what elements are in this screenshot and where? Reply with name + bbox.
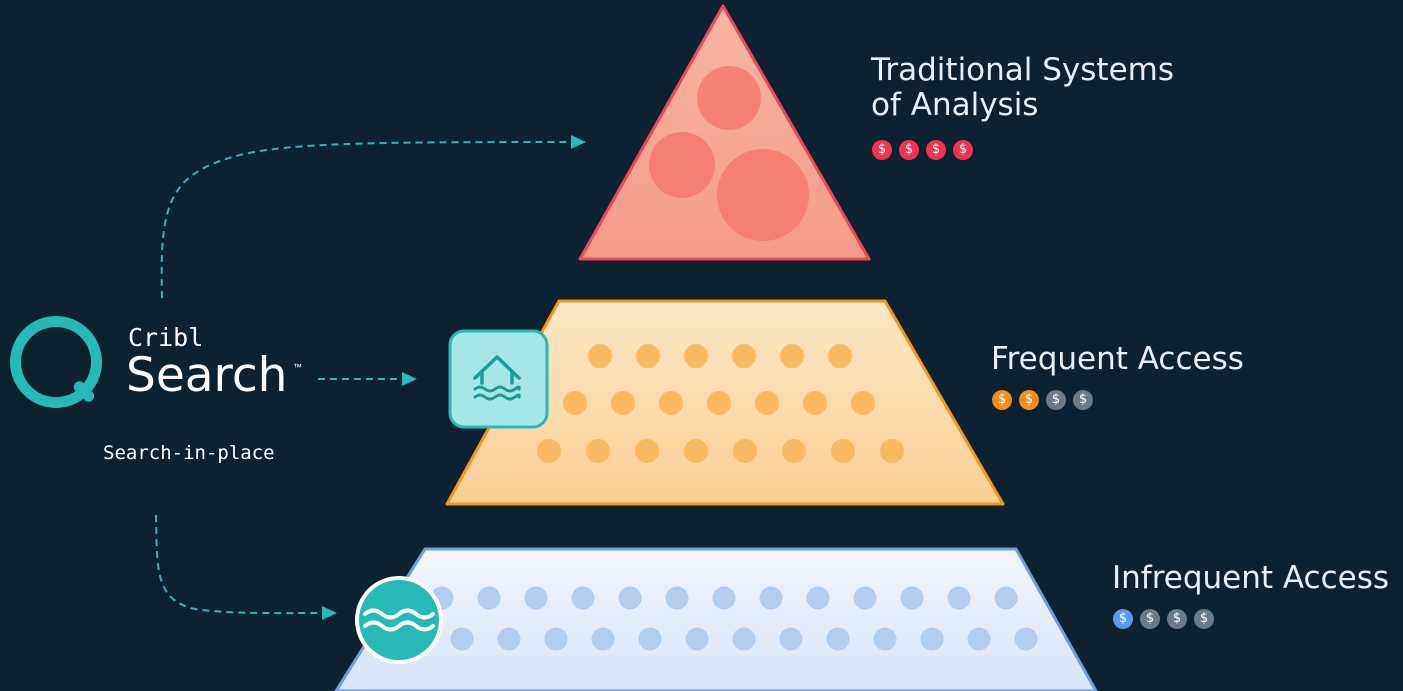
data-dot — [684, 439, 708, 463]
data-dot — [544, 627, 568, 651]
tier-infrequent-access — [334, 547, 1098, 691]
data-dot — [853, 586, 877, 610]
title-line: Frequent Access — [991, 341, 1244, 377]
data-dots — [537, 344, 904, 463]
data-dot — [712, 586, 736, 610]
waves-icon — [355, 576, 443, 664]
data-dot — [477, 586, 501, 610]
magnifier-icon — [10, 316, 102, 408]
data-dot — [967, 627, 991, 651]
tier-traditional-systems — [578, 4, 871, 261]
data-dot — [537, 439, 561, 463]
data-dot — [947, 586, 971, 610]
data-dot — [611, 391, 635, 415]
data-dot — [732, 344, 756, 368]
data-dot — [780, 344, 804, 368]
data-dot — [759, 586, 783, 610]
data-dot — [638, 627, 662, 651]
brand-small-text: Cribl — [128, 323, 204, 352]
search-connectors — [155, 141, 576, 615]
data-dot — [524, 586, 548, 610]
dollar-coin-icon: $ — [1019, 390, 1039, 410]
trademark-mark: ™ — [293, 362, 302, 372]
data-dot — [1014, 627, 1038, 651]
data-dot — [920, 627, 944, 651]
dollar-coin-icon: $ — [872, 140, 892, 160]
data-dot — [707, 391, 731, 415]
data-dot — [635, 439, 659, 463]
data-dot — [450, 627, 474, 651]
data-dot — [618, 586, 642, 610]
dollar-coin-icon: $ — [1194, 609, 1214, 629]
data-dot — [497, 627, 521, 651]
data-dot — [806, 586, 830, 610]
dollar-coin-icon: $ — [926, 140, 946, 160]
data-dot — [659, 391, 683, 415]
tier-title-traditional: Traditional Systems of Analysis — [871, 53, 1174, 123]
data-dot — [571, 586, 595, 610]
arrowhead-icon — [402, 372, 417, 386]
dollar-coin-icon: $ — [1046, 390, 1066, 410]
data-dot — [803, 391, 827, 415]
arrowhead-icon — [322, 606, 337, 620]
title-line: Traditional Systems — [871, 52, 1175, 88]
data-dot — [831, 439, 855, 463]
data-dot — [994, 586, 1018, 610]
data-dot — [779, 627, 803, 651]
dollar-coin-icon: $ — [992, 390, 1012, 410]
arrowhead-icon — [571, 135, 586, 149]
arrowheads — [322, 135, 586, 620]
cost-rating: $ $ $ $ — [872, 140, 973, 160]
data-dot — [684, 344, 708, 368]
data-dot — [828, 344, 852, 368]
dollar-coin-icon: $ — [899, 140, 919, 160]
tier-title-infrequent: Infrequent Access — [1112, 561, 1389, 596]
data-dots — [430, 586, 1038, 651]
dollar-coin-icon: $ — [1140, 609, 1160, 629]
data-dot — [591, 627, 615, 651]
data-dot — [880, 439, 904, 463]
data-dot — [851, 391, 875, 415]
data-dot — [826, 627, 850, 651]
data-dot — [900, 586, 924, 610]
data-dot — [636, 344, 660, 368]
dollar-coin-icon: $ — [1073, 390, 1093, 410]
tier-title-frequent: Frequent Access — [991, 342, 1244, 377]
dollar-coin-icon: $ — [1113, 609, 1133, 629]
tier-triangle-shape — [578, 4, 871, 261]
tier-frequent-access — [445, 299, 1005, 506]
connector-to-infrequent — [155, 514, 326, 615]
data-dot — [782, 439, 806, 463]
data-dot — [873, 627, 897, 651]
cost-rating: $ $ $ $ — [992, 390, 1093, 410]
cost-rating: $ $ $ $ — [1113, 609, 1214, 629]
data-dot — [588, 344, 612, 368]
data-dot — [563, 391, 587, 415]
search-tagline: Search-in-place — [103, 442, 275, 464]
lakehouse-icon — [448, 329, 549, 429]
tier-trapezoid-shape — [334, 547, 1098, 691]
data-dot — [755, 391, 779, 415]
cribl-search-logo: Cribl Search ™ — [10, 310, 330, 420]
dollar-coin-icon: $ — [1167, 609, 1187, 629]
data-dot — [665, 586, 689, 610]
title-line: Infrequent Access — [1112, 560, 1390, 596]
connector-to-traditional — [160, 141, 576, 299]
title-line: of Analysis — [871, 87, 1039, 123]
data-dot — [733, 439, 757, 463]
brand-name: Search — [126, 348, 288, 403]
data-dot — [586, 439, 610, 463]
data-dot — [732, 627, 756, 651]
dollar-coin-icon: $ — [953, 140, 973, 160]
data-blobs — [649, 66, 809, 241]
data-dot — [685, 627, 709, 651]
